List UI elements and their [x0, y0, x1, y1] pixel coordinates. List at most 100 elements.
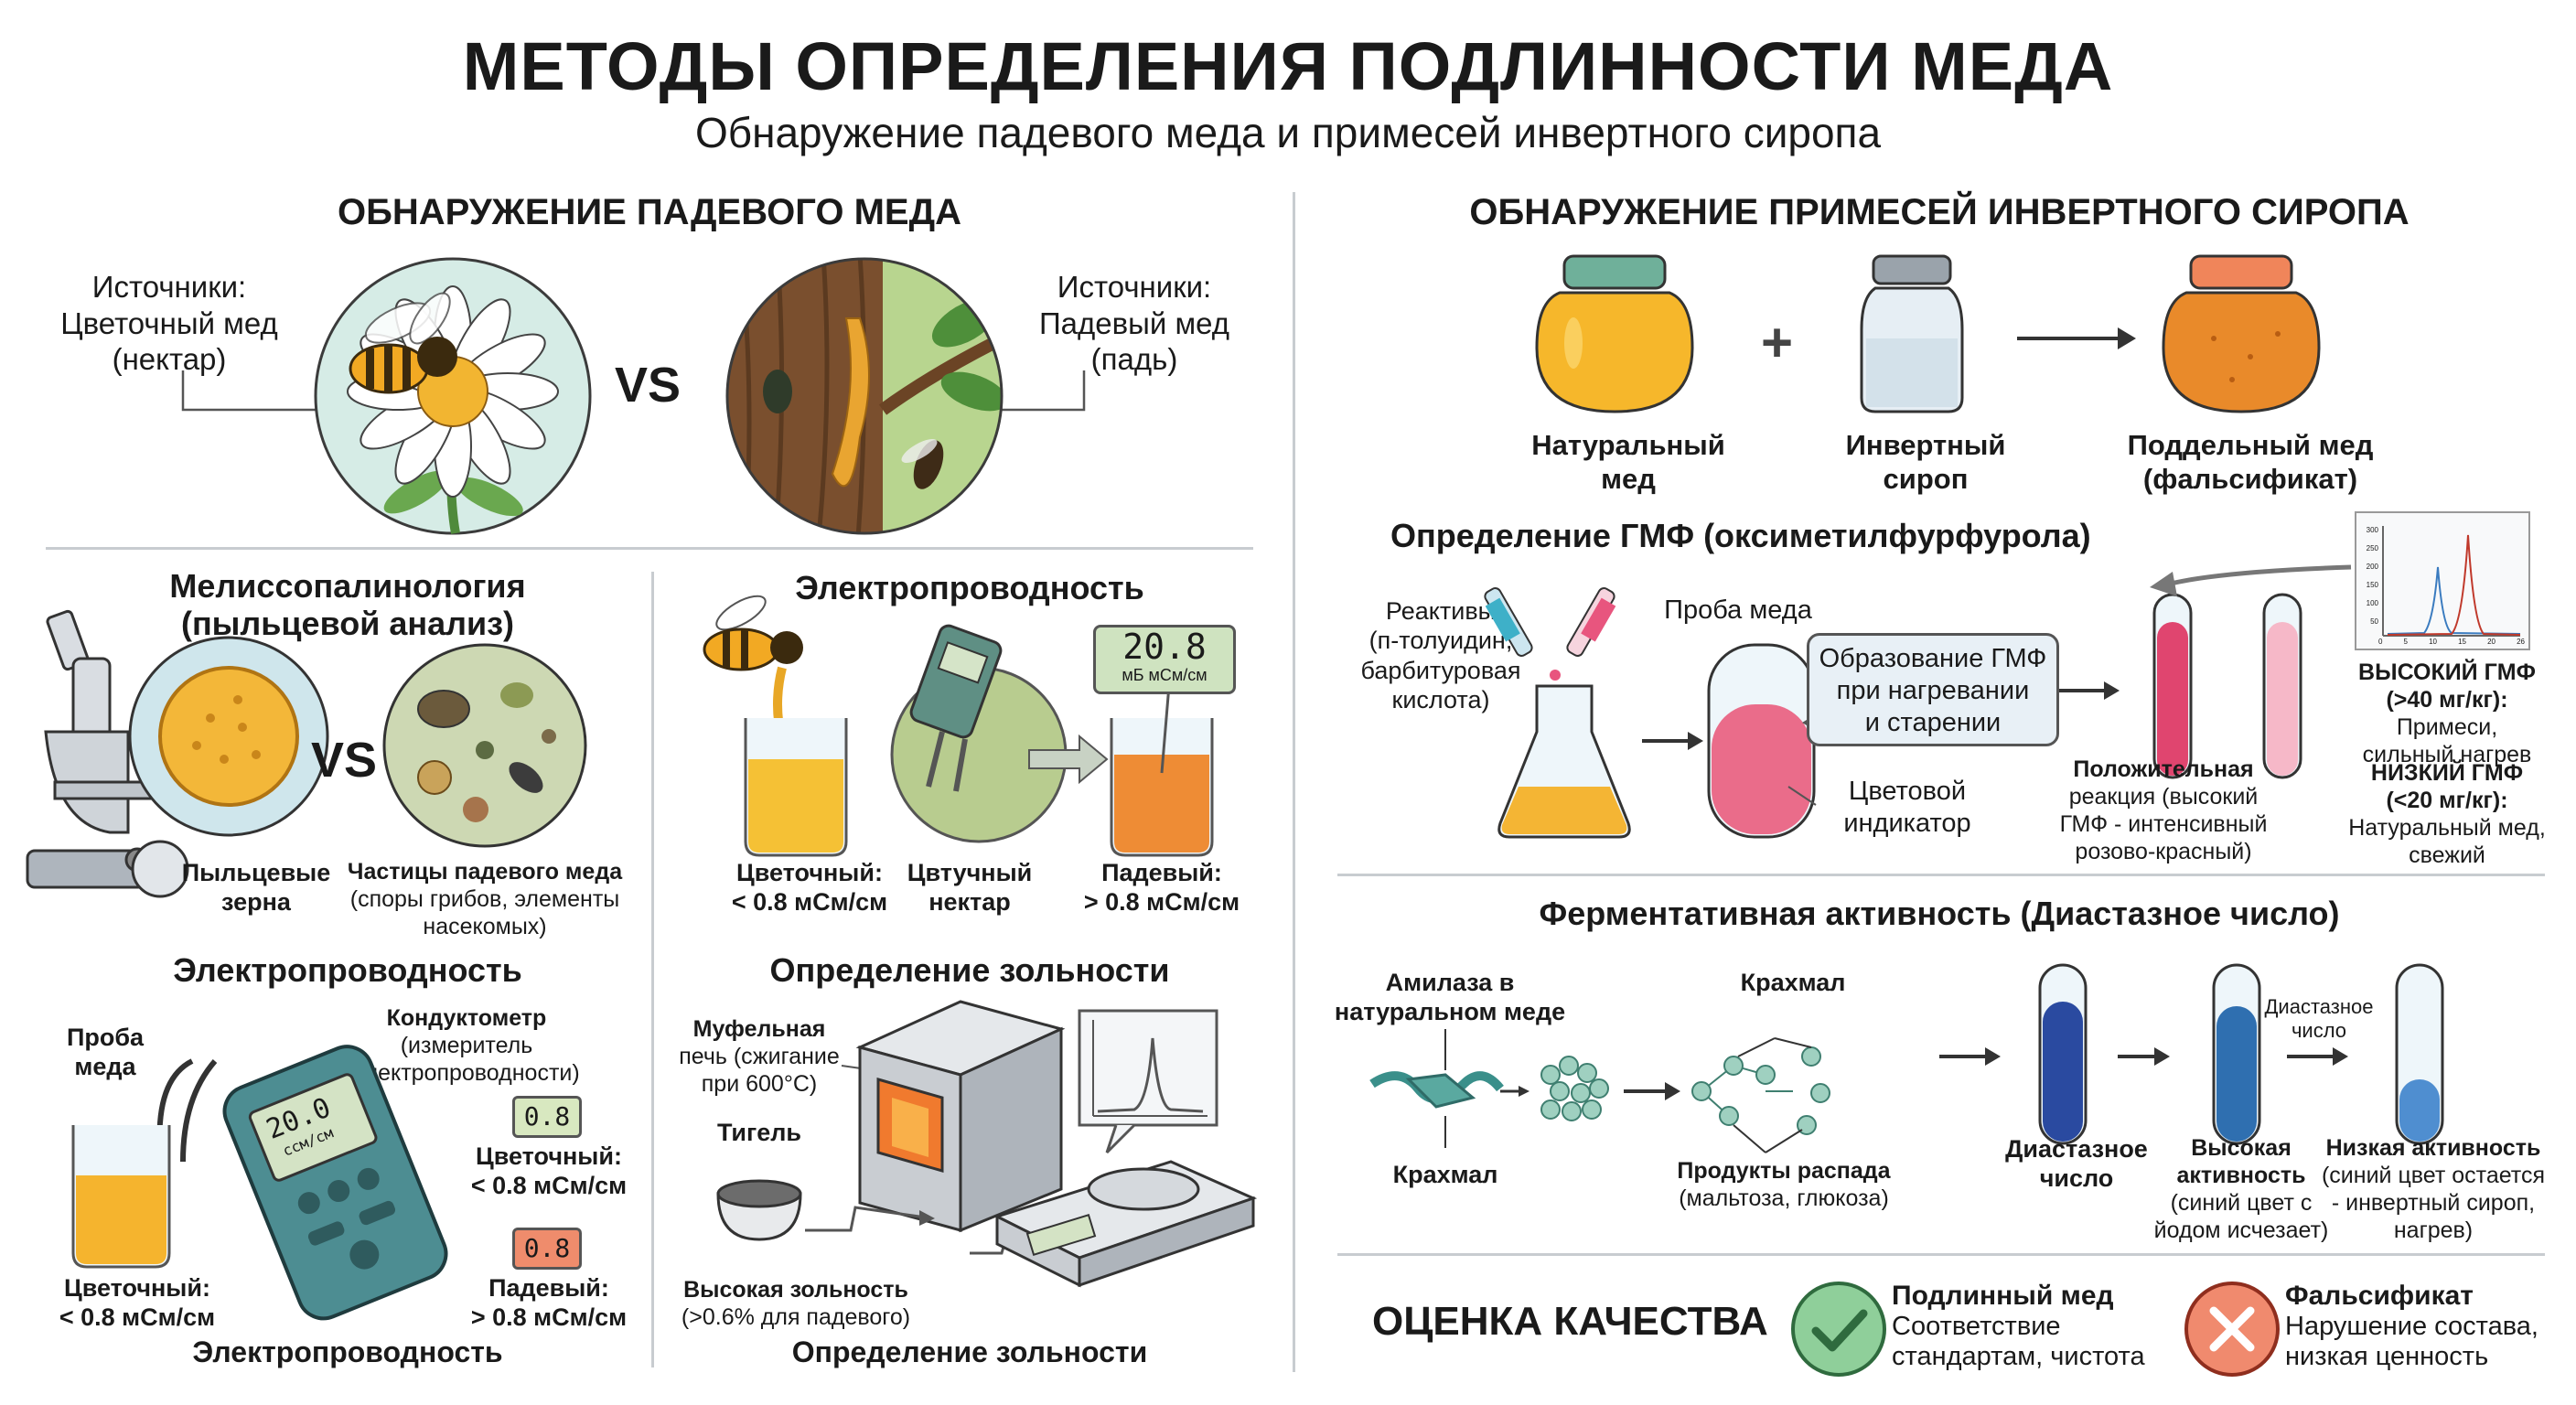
honeydew-heading: ОБНАРУЖЕНИЕ ПАДЕВОГО МЕДА: [338, 192, 961, 232]
honeydew-particles-illustration: [382, 643, 587, 848]
diastase-tube-1-icon: [2038, 963, 2088, 1145]
conductivity-footer: Электропроводность: [192, 1335, 503, 1368]
fake-honey-block: Фальсификат Нарушение состава, низкая це…: [2285, 1281, 2538, 1371]
arrow-right-icon: [1624, 1082, 1680, 1100]
ash-heading: Определение зольности: [769, 951, 1170, 989]
floral-device-label: Цветочный:< 0.8 мСм/см: [470, 1142, 628, 1200]
invert-syrup-jar-icon: [1860, 254, 1964, 413]
quality-heading: ОЦЕНКА КАЧЕСТВА: [1372, 1299, 1768, 1344]
ash-result-label: Высокая зольность(>0.6% для падевого): [681, 1277, 911, 1330]
crucible-label: Тигель: [716, 1119, 802, 1146]
ash-illustration: [716, 1000, 1258, 1288]
right-divider-2: [1337, 1253, 2545, 1256]
diastase-tube-2-icon: [2212, 963, 2261, 1145]
left-horizontal-divider: [46, 547, 1253, 550]
low-hmf-label: НИЗКИЙ ГМФ(<20 мг/кг):Натуральный мед,св…: [2348, 760, 2546, 868]
diastase-heading: Ферментативная активность (Диастазное чи…: [1539, 895, 2340, 932]
conductivity-bottom-heading: Электропроводность: [173, 951, 522, 989]
arrow-right-icon: [2058, 681, 2120, 700]
microscope-pollen-illustration: [26, 609, 329, 898]
ash-footer: Определение зольности: [791, 1335, 1148, 1368]
arrow-right-icon: [1642, 732, 1703, 750]
tree-honeydew-illustration: [725, 257, 1004, 535]
honeydew-conductivity-label: Падевый:> 0.8 мСм/см: [1083, 859, 1240, 917]
fake-honey-jar-icon: [2162, 254, 2321, 413]
conductivity-probe-icon: [909, 624, 1003, 792]
honeydew-source-label: Источники:Падевый мед(падь): [1038, 270, 1230, 377]
starch-granules-icon: [1540, 1056, 1609, 1121]
diastase-illustration: [1369, 963, 2444, 1153]
syrup-heading: ОБНАРУЖЕНИЕ ПРИМЕСЕЙ ИНВЕРТНОГО СИРОПА: [1469, 192, 2410, 232]
beaker-floral-label: Цветочный:< 0.8 мСм/см: [59, 1274, 216, 1332]
jars-illustration: [1535, 254, 2321, 413]
natural-honey-jar-icon: [1535, 254, 1694, 413]
high-hmf-label: ВЫСОКИЙ ГМФ(>40 мг/кг):Примеси,сильный н…: [2358, 660, 2536, 767]
floral-conductivity-label: Цветочный:< 0.8 мСм/см: [731, 859, 888, 917]
floral-source-label: Источники:Цветочный мед(нектар): [60, 270, 278, 377]
ash-chart-icon: [1078, 1009, 1218, 1154]
cross-icon: [2184, 1282, 2280, 1377]
starch-top-label: Крахмал: [1740, 969, 1846, 996]
right-divider-1: [1337, 874, 2545, 876]
genuine-honey-block: Подлинный мед Соответствие стандартам, ч…: [1892, 1281, 2145, 1371]
left-inner-vertical-divider: [651, 572, 654, 1367]
bee-icon: [703, 595, 803, 671]
pollen-grain-icon: [158, 666, 299, 807]
hmf-heading: Определение ГМФ (оксиметилфурфурола): [1390, 517, 2091, 554]
breakdown-products-label: Продукты распада(мальтоза, глюкоза): [1677, 1158, 1891, 1211]
floral-display-badge: 0.8: [512, 1096, 582, 1138]
breakdown-products-icon: [1691, 1046, 1830, 1135]
daisy-bee-illustration: [314, 257, 592, 535]
honey-sample-hmf-label: Проба меда: [1664, 595, 1812, 625]
low-activity-label: Низкая активность(синий цвет остается- и…: [2321, 1135, 2546, 1243]
conductivity-top-heading: Электропроводность: [795, 569, 1144, 606]
pollen-vs-label: VS: [311, 733, 378, 788]
check-icon: [1791, 1282, 1886, 1377]
conductometer-device-icon: [222, 1045, 448, 1321]
fake-honey-label: Поддельный мед(фальсификат): [2127, 429, 2374, 496]
arrow-right-icon: [2017, 327, 2136, 349]
starch-bottom-label: Крахмал: [1392, 1161, 1498, 1188]
reagent-pipette-icons: [1484, 587, 1616, 681]
honeydew-device-label: Падевый:> 0.8 мСм/см: [470, 1274, 628, 1332]
sample-tube-icon: [1707, 643, 1816, 839]
beaker-icon: [744, 718, 848, 857]
honeydew-particles-label: Частицы падевого меда(споры грибов, элем…: [347, 859, 623, 939]
analytical-balance-icon: [993, 1160, 1258, 1288]
negative-tube-icon: [2262, 593, 2302, 779]
page-title: МЕТОДЫ ОПРЕДЕЛЕНИЯ ПОДЛИННОСТИ МЕДА: [462, 28, 2114, 104]
plus-sign: +: [1761, 312, 1794, 373]
hmf-chart-icon: [2355, 511, 2530, 650]
flask-icon: [1497, 684, 1631, 839]
honeydew-display-badge: 0.8: [512, 1228, 582, 1270]
bee-icon: [349, 292, 457, 394]
main-vertical-divider: [1293, 192, 1295, 1372]
arrow-right-icon: [1500, 1086, 1530, 1097]
positive-tube-icon: [2152, 593, 2193, 779]
muffle-furnace-icon: [855, 1000, 1066, 1233]
crucible-icon: [716, 1179, 802, 1241]
conductivity-top-illustration: [703, 595, 1214, 857]
arrow-right-icon: [1939, 1047, 2001, 1066]
beaker-icon: [1110, 718, 1214, 857]
enzyme-icon: [1369, 1071, 1504, 1109]
arrow-right-icon: [2118, 1047, 2170, 1066]
diastase-tube-3-icon: [2395, 963, 2444, 1145]
